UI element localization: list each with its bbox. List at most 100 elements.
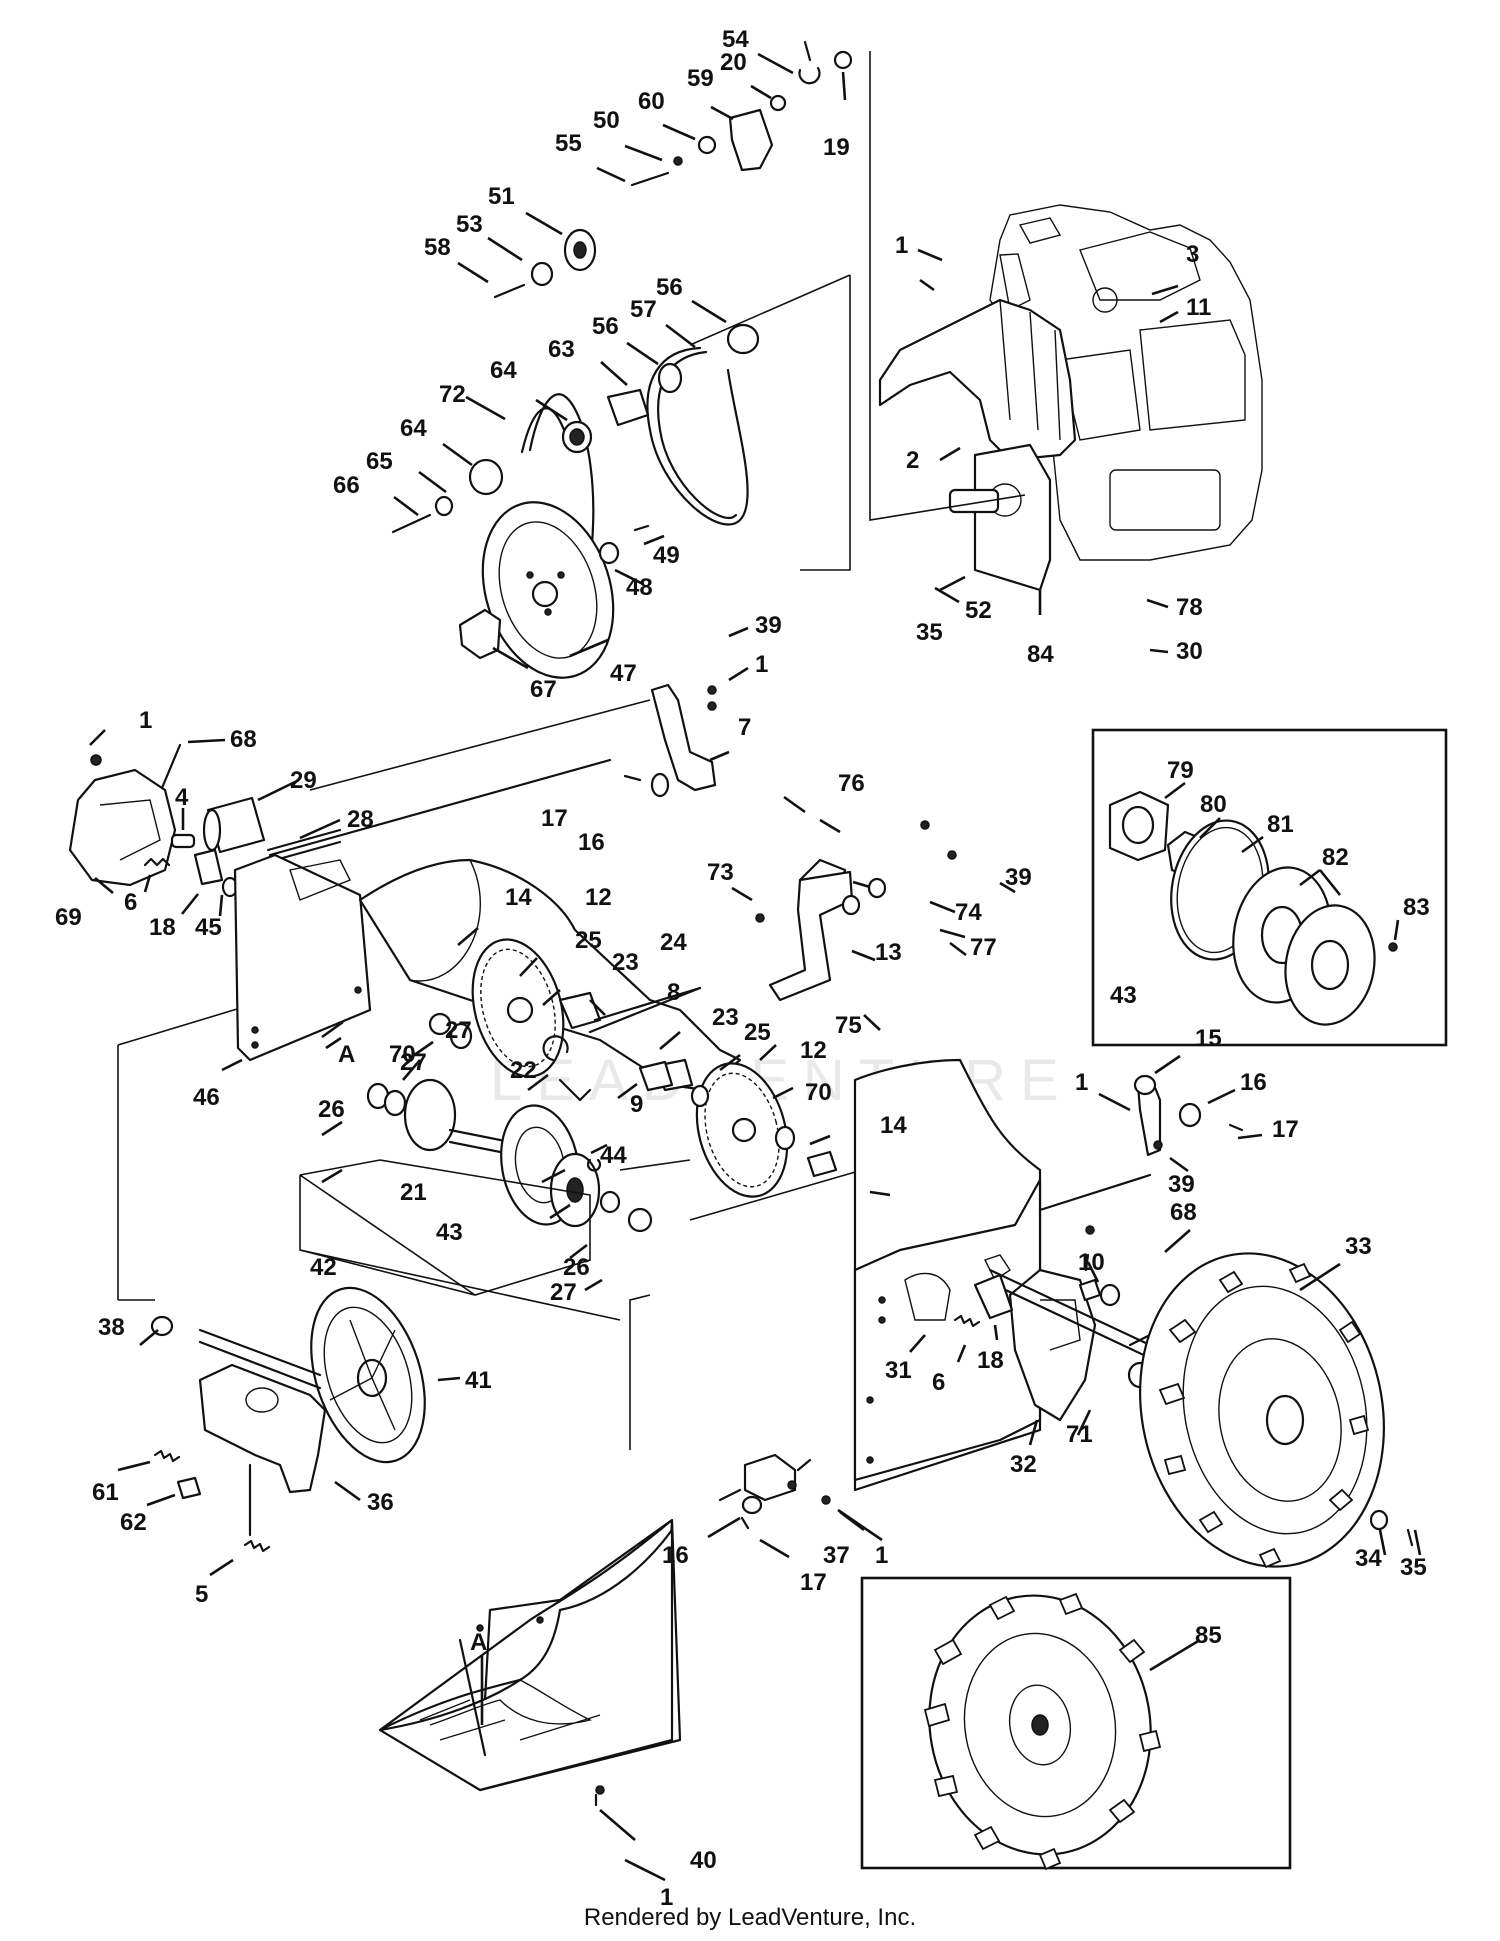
callout-77: 77: [970, 934, 997, 961]
callout-31: 31: [885, 1357, 912, 1384]
callout-68-right: 68: [1170, 1199, 1197, 1226]
drive-shaft: [588, 986, 702, 1034]
callout-56-top: 56: [656, 274, 683, 301]
callout-37: 37: [823, 1542, 850, 1569]
callout-72: 72: [439, 381, 466, 408]
hex-shaft: [268, 758, 612, 857]
reference-letter-a-bottom: A: [470, 1629, 487, 1656]
callout-7: 7: [738, 714, 751, 741]
shift-shaft-bracket: [768, 870, 854, 1002]
callout-49: 49: [653, 542, 680, 569]
callout-60: 60: [638, 88, 665, 115]
shaft-pin: [170, 833, 196, 849]
callout-17-right: 17: [1272, 1116, 1299, 1143]
callout-16-right: 16: [1240, 1069, 1267, 1096]
left-frame-plate: [233, 853, 372, 1062]
callout-18-left: 18: [149, 914, 176, 941]
callout-26-top: 26: [318, 1096, 345, 1123]
idler-spring: [798, 40, 821, 85]
callout-64: 64: [400, 415, 427, 442]
callout-41: 41: [465, 1367, 492, 1394]
callout-32: 32: [1010, 1451, 1037, 1478]
callout-74: 74: [955, 899, 982, 926]
callout-2: 2: [906, 447, 919, 474]
callout-64-top: 64: [490, 357, 517, 384]
subassembly-outline: [299, 1159, 591, 1296]
shift-bracket: [650, 683, 717, 792]
pulley-washer: [598, 541, 620, 565]
drive-pulley: [481, 501, 615, 679]
lower-drive-gear: [695, 1062, 789, 1198]
callout-39-right: 39: [1168, 1171, 1195, 1198]
pulley-hub-plate: [458, 608, 502, 660]
callout-65: 65: [366, 448, 393, 475]
callout-8: 8: [667, 979, 680, 1006]
callout-1-right: 1: [1075, 1069, 1088, 1096]
callout-25-top: 25: [575, 927, 602, 954]
callout-9: 9: [630, 1091, 643, 1118]
idler-bracket: [728, 108, 774, 172]
callout-42: 42: [310, 1254, 337, 1281]
callout-11: 11: [1186, 294, 1211, 321]
callout-6-right: 6: [932, 1369, 945, 1396]
callout-15: 15: [1195, 1025, 1222, 1052]
callout-68-left: 68: [230, 726, 257, 753]
callout-71: 71: [1066, 1421, 1093, 1448]
callout-51: 51: [488, 183, 515, 210]
callout-numbers: 54 20 59 60 50 55 19 51 53 58 56 57 56 6…: [55, 26, 1430, 1911]
right-gear-cover: [1008, 1268, 1097, 1422]
callout-52: 52: [965, 597, 992, 624]
callout-4: 4: [175, 784, 189, 811]
callout-1-left: 1: [139, 707, 152, 734]
callout-35-top: 35: [916, 619, 943, 646]
callout-20: 20: [720, 49, 747, 76]
callout-53: 53: [456, 211, 483, 238]
callout-30: 30: [1176, 638, 1203, 665]
callout-1-bottom: 1: [660, 1884, 673, 1911]
callout-43: 43: [436, 1219, 463, 1246]
callout-24: 24: [660, 929, 687, 956]
callout-35: 35: [1400, 1554, 1427, 1581]
drive-belt-long: [646, 346, 749, 526]
callout-1-latch: 1: [875, 1542, 888, 1569]
upper-drive-gear: [471, 938, 565, 1078]
callout-47: 47: [610, 660, 637, 687]
callout-39: 39: [1005, 864, 1032, 891]
callout-23: 23: [712, 1004, 739, 1031]
callout-27-bottom: 27: [550, 1279, 577, 1306]
pulley-hub: [606, 388, 650, 427]
spacer-part: [769, 94, 787, 112]
callout-57: 57: [630, 296, 657, 323]
friction-wheel-assembly: [500, 1104, 601, 1228]
callout-12-top: 12: [585, 884, 612, 911]
callout-46: 46: [193, 1084, 220, 1111]
callout-84: 84: [1027, 641, 1054, 668]
callout-26: 26: [563, 1254, 590, 1281]
callout-14: 14: [880, 1112, 907, 1139]
left-gear-cover: [68, 768, 177, 887]
callout-44: 44: [600, 1142, 627, 1169]
alternate-wheel-tire: [923, 1592, 1162, 1871]
callout-12: 12: [800, 1037, 827, 1064]
callout-70: 70: [805, 1079, 832, 1106]
callout-78: 78: [1176, 594, 1203, 621]
callout-13: 13: [875, 939, 902, 966]
callout-75: 75: [835, 1012, 862, 1039]
callout-23-top: 23: [612, 949, 639, 976]
wheel-shaft-right: [988, 1268, 1152, 1360]
callout-73: 73: [707, 859, 734, 886]
callout-17-top: 17: [541, 805, 568, 832]
callout-59: 59: [687, 65, 714, 92]
washer-part: [833, 50, 853, 70]
callout-50: 50: [593, 107, 620, 134]
callout-6-left: 6: [124, 889, 137, 916]
inset-box-alternate-wheel: [860, 1576, 1292, 1870]
callout-82: 82: [1322, 844, 1349, 871]
callout-16-top: 16: [578, 829, 605, 856]
callout-61: 61: [92, 1479, 119, 1506]
engine-mounting-plate: [973, 443, 1052, 592]
compression-spring: [143, 857, 171, 867]
callout-83: 83: [1403, 894, 1430, 921]
callout-3: 3: [1186, 241, 1199, 268]
rendered-by-credit: Rendered by LeadVenture, Inc.: [583, 1904, 917, 1931]
